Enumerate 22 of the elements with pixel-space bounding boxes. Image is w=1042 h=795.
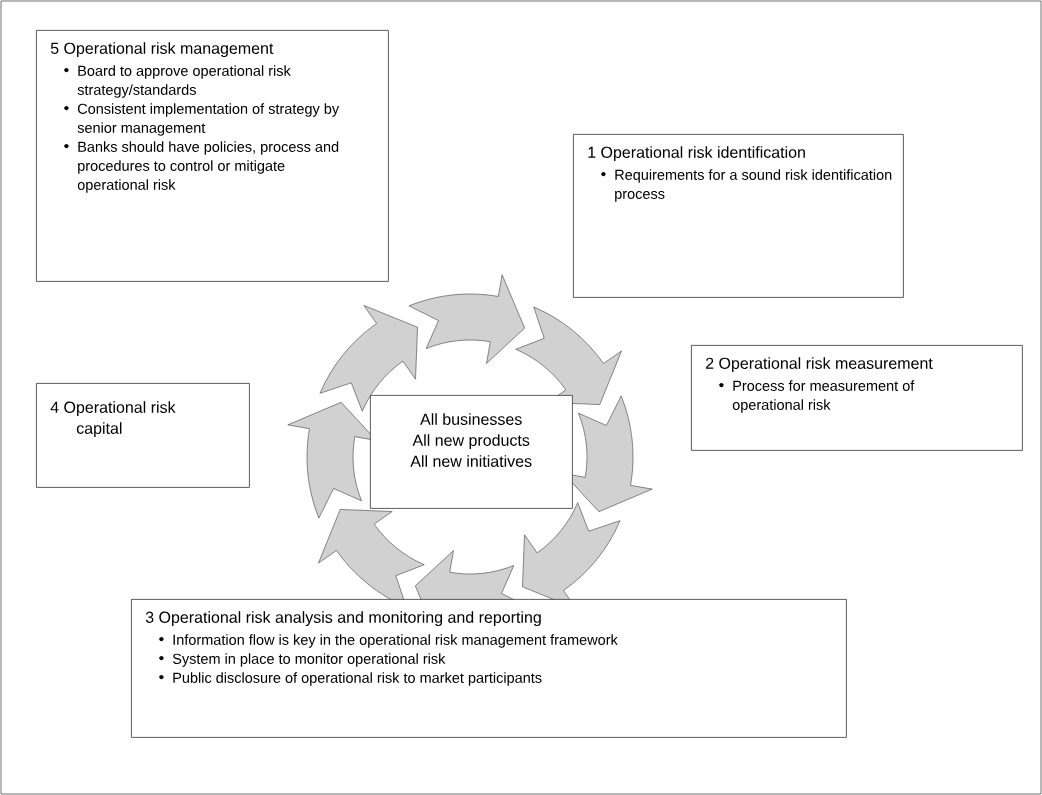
box-heading: 1 Operational risk identification <box>588 146 805 162</box>
bullet-item: Information flow is key in the operational risk management framework <box>159 634 618 648</box>
centre-text-line: All new products <box>412 434 530 450</box>
centre-box <box>370 395 573 509</box>
bullet-item: Requirements for a sound risk identification process <box>601 169 892 202</box>
bullet-item: Process for measurement of operational risk <box>719 380 915 413</box>
bullet-item: System in place to monitor operational risk <box>159 653 446 667</box>
bullet-item: Public disclosure of operational risk to market participants <box>159 672 542 686</box>
text-box <box>573 134 904 298</box>
box-heading: 4 Operational risk capital <box>50 401 176 438</box>
text-box <box>36 383 250 488</box>
text-box <box>691 345 1023 451</box>
box-heading: 3 Operational risk analysis and monitoring and reporting <box>145 611 541 627</box>
bullet-item: Banks should have policies, process and procedures to control or mitigate operational risk <box>64 141 339 193</box>
bullet-item: Board to approve operational risk strategy/standards <box>64 65 291 98</box>
centre-text-line: All new initiatives <box>410 455 532 467</box>
box-heading: 5 Operational risk management <box>50 42 274 58</box>
centre-text-line: All businesses <box>420 413 522 425</box>
text-box <box>36 30 389 282</box>
text-box <box>131 599 847 738</box>
bullet-item: Consistent implementation of strategy by senior management <box>64 103 340 136</box>
box-heading: 2 Operational risk measurement <box>706 357 933 373</box>
